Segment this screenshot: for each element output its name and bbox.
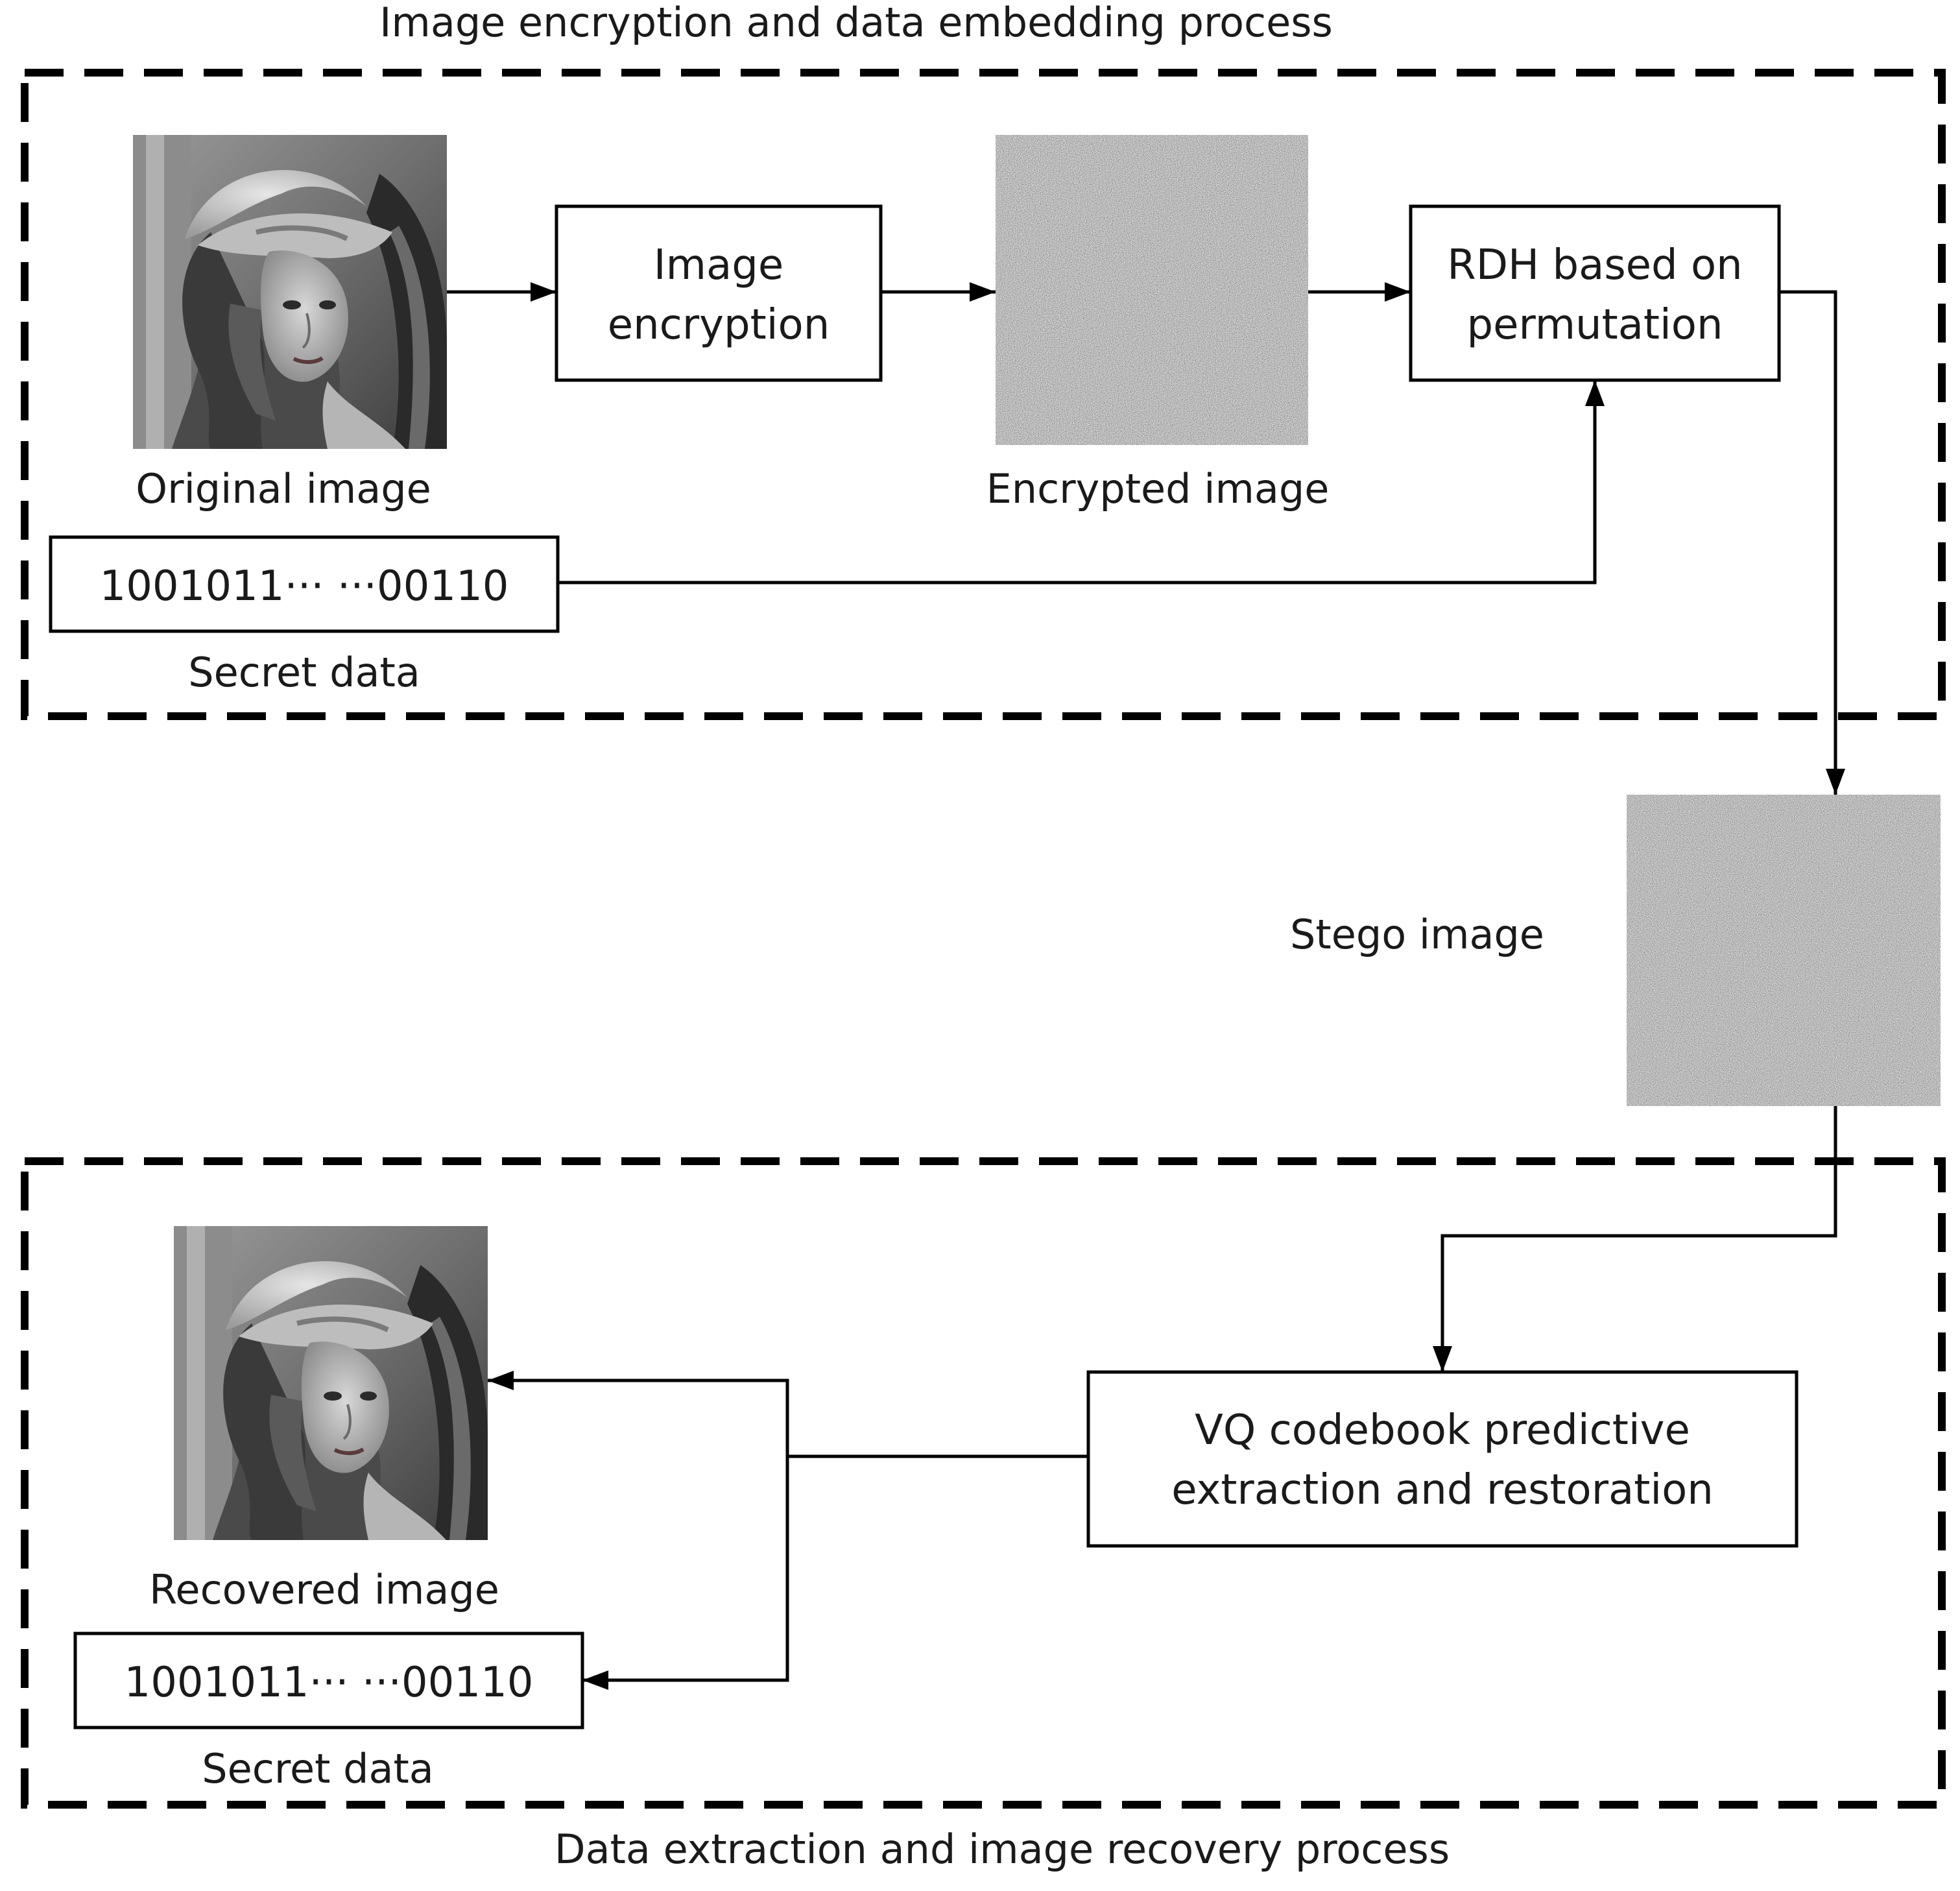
secret-data-box-bottom bbox=[73, 1632, 584, 1729]
recovered-image-label: Recovered image bbox=[149, 1566, 499, 1613]
image-encryption-line-2: encryption bbox=[608, 301, 830, 349]
vq-line-2: extraction and restoration bbox=[1171, 1466, 1714, 1514]
encrypted-image bbox=[996, 135, 1308, 445]
encrypted-image-label: Encrypted image bbox=[986, 465, 1330, 512]
arrow-secret-data-to-rdh bbox=[558, 380, 1605, 584]
vq-codebook-box bbox=[1086, 1370, 1799, 1548]
rdh-line-2: permutation bbox=[1467, 301, 1723, 349]
secret-data-label-top: Secret data bbox=[188, 649, 420, 696]
top-section-title: Image encryption and data embedding proc… bbox=[379, 0, 1333, 46]
secret-data-bits-top: 1001011··· ···00110 bbox=[99, 562, 508, 610]
embedding-section-frame bbox=[21, 69, 1946, 720]
original-image bbox=[133, 135, 447, 449]
bottom-section-title: Data extraction and image recovery proce… bbox=[555, 1825, 1450, 1873]
secret-data-box-top bbox=[49, 535, 560, 633]
image-encryption-box bbox=[555, 204, 883, 382]
rdh-line-1: RDH based on bbox=[1447, 241, 1742, 289]
arrow-rdh-to-stego-image bbox=[1779, 290, 1845, 795]
secret-data-bits-bottom: 1001011··· ···00110 bbox=[124, 1659, 533, 1707]
rdh-permutation-box bbox=[1409, 204, 1781, 382]
stego-image bbox=[1627, 795, 1941, 1106]
arrow-split-to-recovered-image bbox=[488, 1371, 789, 1456]
recovery-section-frame bbox=[21, 1157, 1946, 1809]
secret-data-label-bottom: Secret data bbox=[202, 1745, 434, 1792]
arrow-stego-to-vq-box bbox=[1433, 1106, 1837, 1372]
recovered-image bbox=[174, 1226, 488, 1540]
vq-line-1: VQ codebook predictive bbox=[1195, 1406, 1690, 1454]
stego-image-label: Stego image bbox=[1290, 911, 1544, 958]
arrow-split-to-secret-data bbox=[582, 1456, 789, 1690]
image-encryption-line-1: Image bbox=[654, 241, 783, 289]
original-image-label: Original image bbox=[136, 465, 431, 512]
